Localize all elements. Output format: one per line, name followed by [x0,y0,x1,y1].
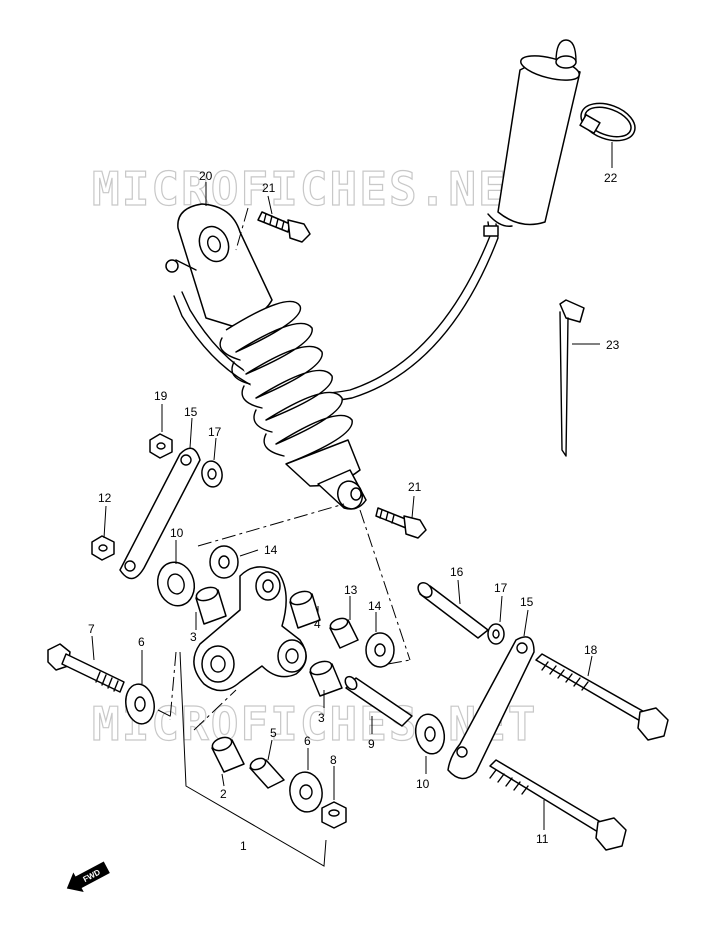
callout-4: 4 [314,617,321,631]
bolt-21-upper [235,207,311,251]
washer-17-left [201,460,223,488]
callout-21-lower: 21 [408,480,422,494]
bushing-10-upper [156,561,196,607]
shock-absorber [165,203,367,510]
callout-1: 1 [240,839,247,853]
spacer-13 [329,617,359,649]
fwd-arrow: FWD [66,861,110,892]
sleeve-9 [344,675,413,727]
callout-22: 22 [604,171,618,185]
callout-19: 19 [154,389,168,403]
callout-2: 2 [220,787,227,801]
callout-3-upper: 3 [190,630,197,644]
bushing-10-lower [414,713,446,755]
nut-8 [321,801,347,829]
callout-14-lower: 14 [368,599,382,613]
reservoir-hose [173,221,499,402]
callout-5: 5 [270,726,277,740]
spacer-5 [249,757,285,789]
callout-17-left: 17 [208,425,222,439]
bushing-4 [289,590,321,629]
callout-20: 20 [199,169,213,183]
washer-6-left [125,683,155,725]
callout-7: 7 [88,622,95,636]
bolt-11 [489,759,627,851]
bushing-3-lower [309,660,343,697]
washer-17-right [487,623,505,645]
callout-3-lower: 3 [318,711,325,725]
callout-labels: 20 21 22 23 19 15 17 12 10 14 3 4 13 14 … [88,169,620,853]
callout-6-left: 6 [138,635,145,649]
callout-17-right: 17 [494,581,508,595]
callout-18: 18 [584,643,598,657]
callout-6-right: 6 [304,734,311,748]
bolt-18 [535,653,669,741]
leader-lines [91,142,613,830]
watermark-top: MICROFICHES.NET [92,162,537,216]
callout-14-upper: 14 [264,543,278,557]
callout-15-right: 15 [520,595,534,609]
assembly-lines [157,503,411,731]
callout-9: 9 [368,737,375,751]
washer-14-upper [209,545,239,579]
part-1-bracket [179,651,327,867]
nut-19 [149,433,173,459]
callout-21-upper: 21 [262,181,276,195]
bushing-3-upper [195,586,227,625]
callout-10-lower: 10 [416,777,430,791]
callout-23: 23 [606,338,620,352]
washer-14-lower [365,632,395,668]
callout-8: 8 [330,753,337,767]
shock-reservoir [487,39,581,227]
cushion-lever [193,566,307,692]
cushion-rod-left [119,447,201,580]
callout-13: 13 [344,583,358,597]
spacer-16 [417,582,489,639]
callout-11: 11 [536,832,549,846]
callout-15-left: 15 [184,405,198,419]
bushing-2 [211,736,245,773]
cushion-rod-right [447,636,535,780]
reservoir-clamp [579,102,636,142]
callout-10-upper: 10 [170,526,184,540]
washer-6-right [289,771,323,813]
bolt-7 [47,643,125,693]
callout-16: 16 [450,565,464,579]
nut-12 [91,535,115,561]
cable-tie [559,299,585,457]
bolt-21-lower [375,507,427,539]
callout-12: 12 [98,491,112,505]
